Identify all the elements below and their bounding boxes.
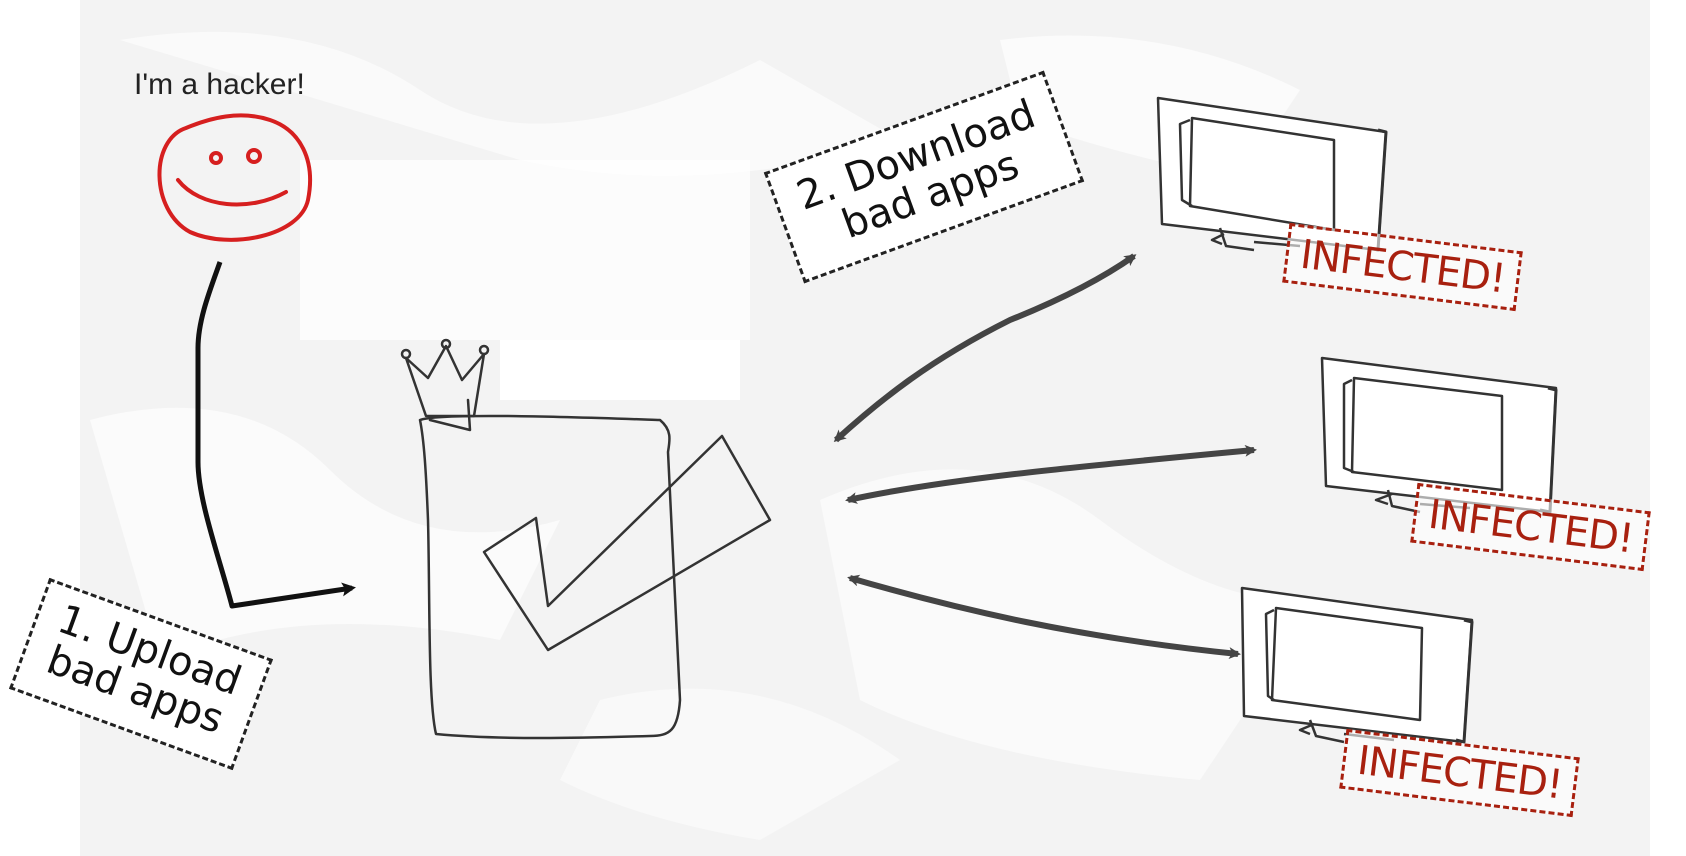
monitor-icon	[1158, 98, 1386, 250]
crowned-checkmark-app-store-icon	[402, 340, 770, 738]
hacker-caption: I'm a hacker!	[134, 68, 305, 102]
upload-arrow	[198, 262, 352, 606]
arrow-to-monitor-3	[850, 578, 1238, 654]
arrow-to-monitor-2	[848, 450, 1254, 500]
monitor-icon	[1242, 588, 1472, 742]
smiley-face-icon	[159, 115, 310, 239]
arrow-to-monitor-1	[836, 256, 1134, 440]
